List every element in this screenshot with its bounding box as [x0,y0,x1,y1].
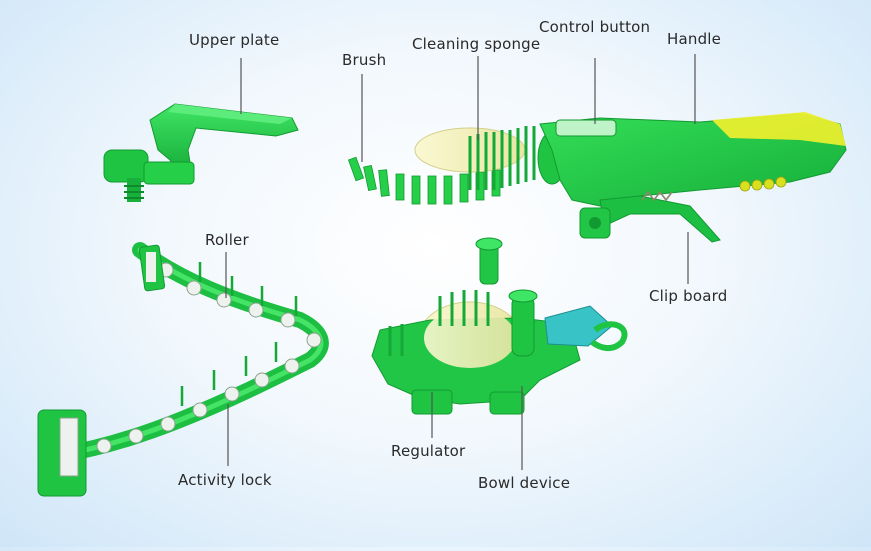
label-upper-plate: Upper plate [189,31,280,49]
label-control-button: Control button [539,18,651,36]
bowl-device-part [371,237,628,415]
label-regulator: Regulator [391,442,466,460]
upper-plate-part [103,103,299,202]
label-roller: Roller [205,231,249,249]
label-clip-board: Clip board [649,287,728,305]
label-bowl-device: Bowl device [478,474,571,492]
leader-lines [225,54,696,470]
label-brush: Brush [342,51,387,69]
label-activity-lock: Activity lock [178,471,272,489]
label-cleaning-sponge: Cleaning sponge [412,35,541,53]
label-handle: Handle [667,30,722,48]
roller-chain-part [37,242,329,497]
brush-assembly-part [347,112,847,243]
